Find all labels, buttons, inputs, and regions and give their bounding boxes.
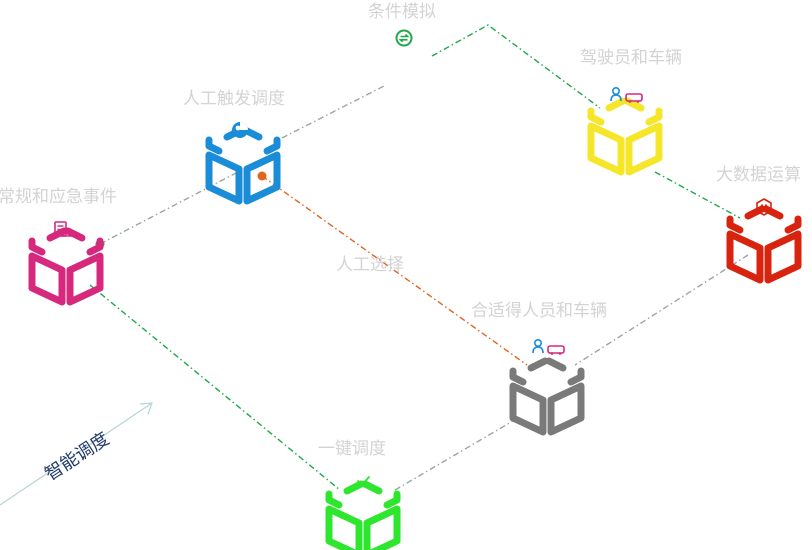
manual-select-label: 人工选择: [336, 255, 404, 275]
node-manual-dispatch-label: 人工触发调度: [183, 89, 285, 109]
node-condition-sim-label: 条件模拟: [368, 2, 436, 22]
cube-icon: [209, 130, 277, 201]
node-big-data-label: 大数据运算: [716, 165, 801, 185]
check-icon: [357, 476, 370, 487]
cube-icon: [329, 484, 397, 550]
path-manual-to-condition: [281, 85, 385, 139]
node-big-data[interactable]: 大数据运算: [716, 165, 801, 280]
cube-icon: [591, 101, 659, 172]
person-pie-icon: [232, 122, 248, 138]
node-events[interactable]: 常规和应急事件: [0, 187, 117, 302]
smart-dispatch-label: 智能调度: [41, 428, 113, 485]
node-one-click[interactable]: 一键调度: [318, 439, 397, 550]
person-bus-icon: [610, 87, 643, 103]
node-one-click-label: 一键调度: [318, 439, 386, 459]
path-condition-to-drivers: [431, 24, 601, 109]
waveform-icon: [756, 198, 772, 216]
path-drivers-to-bigdata: [654, 171, 741, 219]
node-suitable-label: 合适得人员和车辆: [471, 301, 607, 321]
node-events-label: 常规和应急事件: [0, 187, 117, 207]
node-drivers-vehicles-label: 驾驶员和车辆: [580, 48, 682, 68]
node-suitable[interactable]: 合适得人员和车辆: [471, 301, 607, 432]
path-events-to-oneclick: [89, 284, 341, 491]
person-bus-icon: [532, 339, 565, 355]
node-condition-sim[interactable]: 条件模拟: [368, 2, 436, 47]
report-icon: [54, 221, 73, 237]
node-manual-dispatch[interactable]: 人工触发调度: [183, 89, 285, 201]
start-dot-orange: [257, 171, 267, 181]
refresh-icon: [395, 29, 413, 47]
smart-dispatch-arrow: 智能调度: [0, 402, 153, 506]
path-events-to-manual: [99, 171, 239, 245]
node-drivers-vehicles[interactable]: 驾驶员和车辆: [580, 48, 682, 172]
cube-icon: [730, 209, 798, 280]
cube-icon: [32, 231, 100, 302]
path-oneclick-to-suitable: [394, 417, 519, 491]
path-manual-select: [261, 175, 528, 366]
cube-icon: [513, 361, 581, 432]
